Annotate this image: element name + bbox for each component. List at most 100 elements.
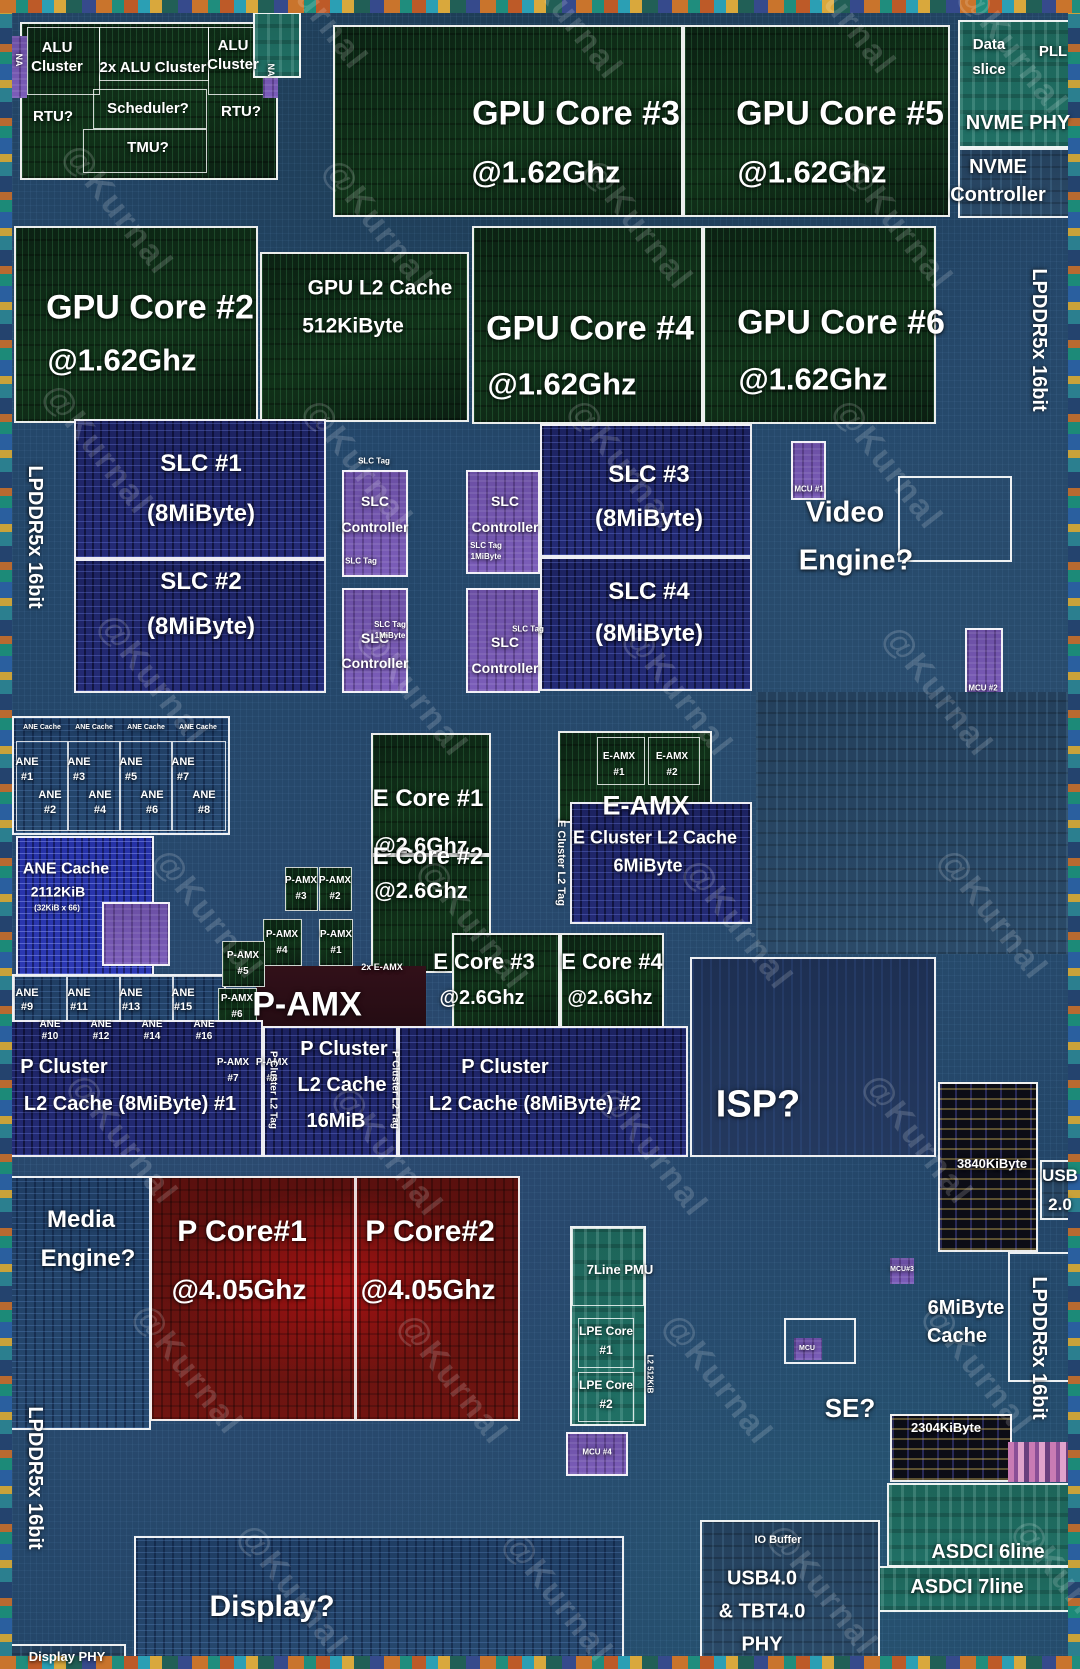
slc-tag-3-label-line: SLC Tag — [470, 541, 502, 550]
slc-tag-1b-label-line: SLC Tag — [345, 556, 377, 566]
ane14-label: ANE#14 — [141, 1019, 162, 1043]
ane6-label: ANE#6 — [140, 788, 163, 818]
slc4-region — [540, 557, 752, 691]
slc-controller-2-box — [342, 588, 408, 693]
ane1-label: ANE#1 — [15, 755, 38, 785]
cache-6mb-title: 6MiByte — [928, 1298, 1005, 1320]
nvme-controller-label-line: Controller — [950, 184, 1046, 206]
slc4-label: SLC #4(8MiByte) — [595, 571, 703, 655]
e-amx-title-line: E-AMX — [602, 790, 690, 821]
video-engine-title-line: Video — [805, 496, 885, 529]
ane5-label-line: ANE — [119, 756, 143, 768]
p-amx4-label-line: #4 — [276, 945, 288, 956]
p-amx1-label-line: #1 — [330, 945, 342, 956]
bottom-edge-strip — [0, 1656, 1080, 1669]
slc3-label-line: SLC #3 — [608, 461, 690, 488]
p-amx2-label-line: #2 — [329, 891, 341, 902]
cache-3840-label: 3840KiByte — [957, 1156, 1027, 1171]
p-amx7-label: P-AMX#7 — [217, 1055, 249, 1087]
p-core-1-freq-line: @4.05Ghz — [171, 1273, 307, 1305]
tmu-box — [83, 129, 207, 173]
p-amx-title-line: P-AMX — [252, 985, 362, 1024]
mcu-se-label-line: MCU — [799, 1345, 815, 1353]
tmu-label-line: TMU? — [127, 138, 169, 156]
slc-controller-3-label-line: Controller — [471, 519, 539, 535]
slc-tag-3-label-line: 1MiByte — [470, 552, 502, 561]
p-cluster-2-size: L2 Cache (8MiByte) #2 — [429, 1094, 641, 1116]
ane-hdr4-label-line: ANE Cache — [179, 724, 217, 732]
p-core-2-title-line: P Core#2 — [365, 1214, 495, 1248]
e-core-4-region — [560, 933, 664, 1029]
p-amx2-label: P-AMX#2 — [319, 873, 351, 905]
slc-tag-1a-label-line: SLC Tag — [358, 456, 390, 466]
ane1-label-line: #1 — [20, 771, 34, 783]
p-cluster-mid-title: P Cluster — [300, 1039, 387, 1061]
video-engine-title2: Engine? — [799, 545, 913, 577]
gpu-core-6-title: GPU Core #6 — [737, 304, 945, 342]
nvme-phy-region — [958, 20, 1078, 148]
slc1-region — [74, 419, 326, 559]
ane13-label-line: #13 — [121, 1001, 141, 1013]
data-slice-label-line: Data — [972, 36, 1006, 53]
nvme-phy-label-line: NVME PHY — [965, 112, 1071, 135]
cache-2304-label: 2304KiByte — [911, 1420, 981, 1435]
p-amx3-label-line: #3 — [295, 891, 307, 902]
pmu-label-line: 7Line PMU — [586, 1261, 654, 1277]
ane-cache-detail: (32KiB x 66) — [34, 904, 80, 914]
lpe-l2-label-line: L2 512KiB — [645, 1354, 655, 1394]
p-amx4-label: P-AMX #4 — [266, 927, 298, 959]
gpu-core-4-region — [472, 226, 703, 424]
e-core-1-freq-line: @2.6Ghz — [374, 833, 468, 859]
p-amx3-box — [285, 867, 318, 911]
p-amx3-label-line: P-AMX — [284, 875, 318, 886]
display-label-line: Display? — [209, 1589, 335, 1623]
asdci-6line-band — [887, 1483, 1080, 1567]
e-amx1-box — [597, 737, 645, 785]
ane7-label-line: #7 — [176, 771, 190, 783]
slc4-label-line: (8MiByte) — [594, 620, 704, 647]
slc-controller-2-label-line: Controller — [341, 655, 409, 671]
ane-top-region — [12, 716, 230, 835]
e-core-4-title: E Core #4 — [561, 950, 663, 974]
steel-patch — [756, 692, 1080, 954]
e-core-1-title-line: E Core #1 — [372, 785, 484, 813]
p-core-2-freq: @4.05Ghz — [361, 1274, 496, 1305]
alu-cluster-2x-label: 2x ALU Cluster — [100, 59, 207, 76]
p-amx4-label-line: P-AMX — [265, 929, 299, 940]
gpu-core-6-freq-line: @1.62Ghz — [738, 361, 888, 397]
mcu3-label-line: MCU#3 — [890, 1266, 914, 1274]
ane-cache-title: ANE Cache — [23, 860, 109, 877]
e-core-4-freq: @2.6Ghz — [567, 988, 652, 1010]
ane9-label-line: #9 — [20, 1001, 34, 1013]
ane-col1-box — [16, 741, 68, 831]
slc-controller-1-label-line: Controller — [341, 519, 409, 535]
e-core-3-title-line: E Core #3 — [433, 949, 535, 975]
lpe-core-2-box — [578, 1372, 634, 1422]
ane8-label-line: ANE — [192, 789, 216, 801]
p-amx5-label: P-AMX#5 — [227, 948, 259, 980]
se-label: SE? — [825, 1394, 876, 1422]
mcu1-box — [791, 441, 826, 500]
p-amx8-label-line: P-AMX — [255, 1057, 289, 1068]
lpddr-left-bottom-label: LPDDR5x 16bit — [23, 1406, 46, 1549]
asdci-7line-label-line: ASDCI 7line — [910, 1576, 1024, 1599]
media-engine-title2: Engine? — [41, 1246, 136, 1272]
mcu-se-label: MCU — [799, 1345, 815, 1353]
p-amx4-box — [263, 919, 302, 966]
usb4-label-line: & TBT4.0 — [718, 1600, 806, 1623]
lpddr-right-bottom-label-line: LPDDR5x 16bit — [1027, 1276, 1050, 1420]
alu-cluster-left-label-line: ALU — [41, 39, 73, 56]
slc-controller-3-box — [466, 470, 540, 574]
e-amx-2x-label-line: 2x E-AMX — [361, 962, 403, 973]
p-cluster-1-title: P Cluster — [20, 1057, 107, 1079]
p-cluster-1-size: L2 Cache (8MiByte) #1 — [24, 1094, 236, 1116]
lpe-core-2-label-line: LPE Core — [578, 1378, 634, 1392]
gpu-core-6-region — [703, 226, 936, 424]
slc-controller-3-label-line: SLC — [490, 493, 519, 509]
gpu-core-3-freq: @1.62Ghz — [471, 155, 620, 189]
e-cluster-l2-size-line: 6MiByte — [613, 855, 683, 876]
e-cluster-l2-size: 6MiByte — [613, 855, 683, 876]
